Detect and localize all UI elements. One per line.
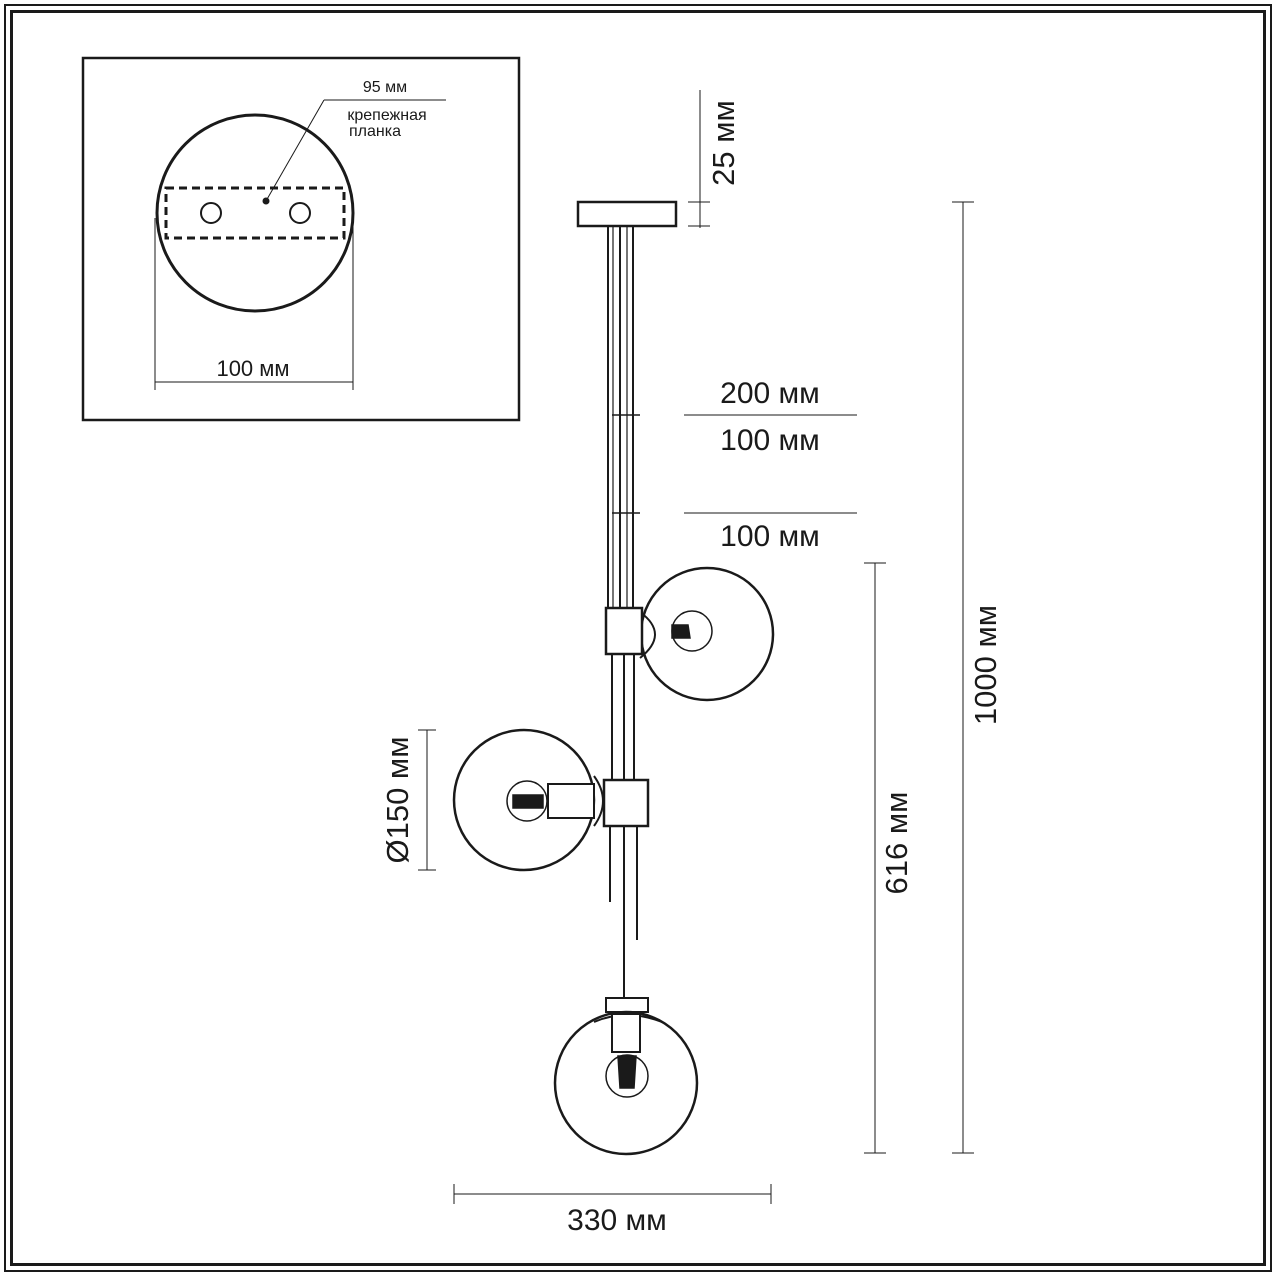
bulb-filament-bottom — [617, 1055, 637, 1089]
mounting-hole-right — [289, 202, 311, 224]
mounting-hole-left — [200, 202, 222, 224]
mounting-plate-label-line2: планка — [349, 123, 401, 140]
globe-diameter-label: Ø150 мм — [380, 736, 415, 863]
canopy-diameter-label: 100 мм — [216, 356, 289, 381]
canopy-side — [576, 200, 678, 228]
total-width-label: 330 мм — [567, 1204, 667, 1237]
connector-lower — [602, 778, 650, 828]
fixture-side-view — [452, 200, 775, 1156]
bulb-filament-upper — [671, 624, 691, 639]
mounting-plate-width-label: 95 мм — [363, 79, 407, 96]
socket-cup-upper — [639, 611, 656, 659]
bulb-bottom — [605, 1054, 649, 1098]
rod-top-segment-label: 200 мм — [720, 377, 820, 410]
dimensions — [418, 90, 974, 1204]
canopy-height-label: 25 мм — [706, 100, 741, 186]
globe-upper-right — [639, 566, 775, 702]
mounting-plate-label-line1: крепежная — [347, 107, 426, 124]
socket-cup-left — [593, 775, 604, 827]
bottom-cap — [605, 997, 649, 1013]
canopy-outline — [155, 113, 355, 313]
mounting-plate-outline — [164, 186, 346, 240]
connector-upper — [604, 606, 644, 656]
inset-frame — [81, 56, 521, 422]
canopy-top-view-inset: 95 мм крепежная планка 100 мм — [81, 56, 521, 422]
outer-frame — [4, 4, 1272, 1272]
rod-mid-segment-label: 100 мм — [720, 424, 820, 457]
inner-frame — [10, 10, 1266, 1266]
rod-low-segment-label: 100 мм — [720, 520, 820, 553]
socket-bottom — [611, 1013, 641, 1053]
socket-left — [547, 783, 595, 819]
lower-height-label: 616 мм — [879, 792, 914, 895]
bulb-filament-left — [512, 794, 544, 809]
mounting-plate-leader — [265, 99, 325, 202]
total-height-label: 1000 мм — [968, 605, 1003, 725]
